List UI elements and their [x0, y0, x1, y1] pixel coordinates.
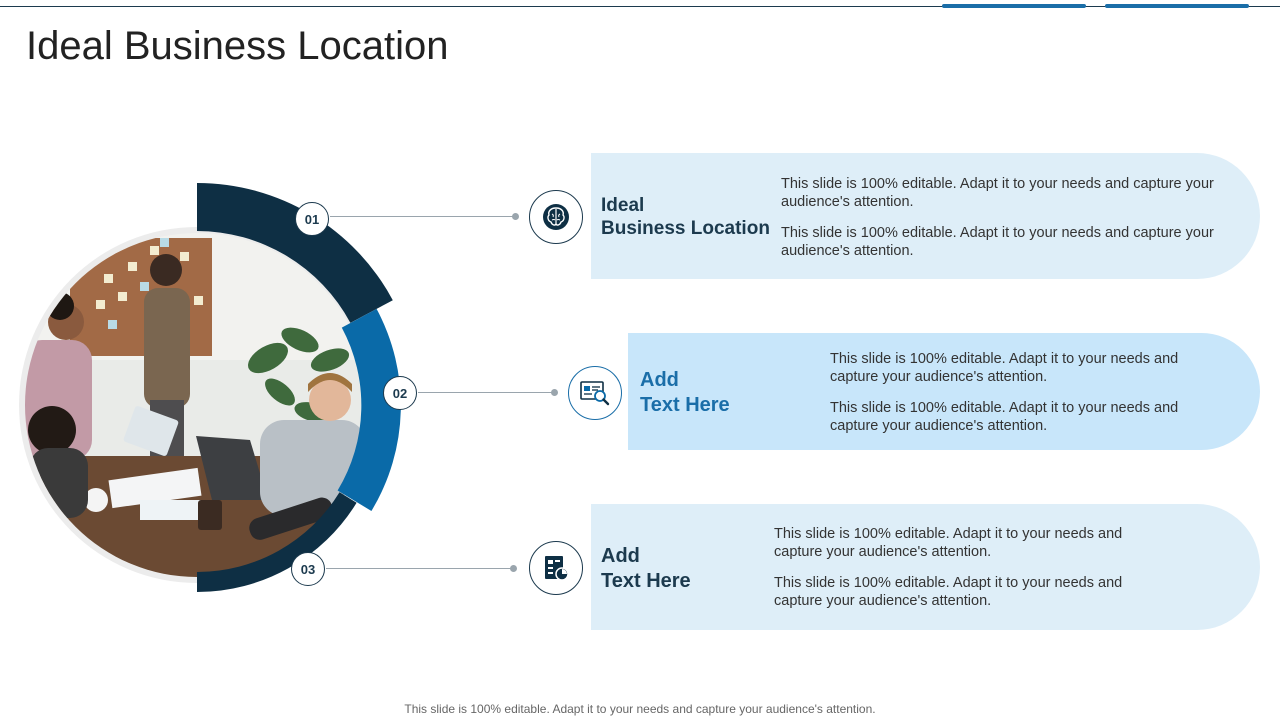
card-02-paragraph-1: This slide is 100% editable. Adapt it to…: [830, 351, 1179, 385]
card-01-paragraph-1: This slide is 100% editable. Adapt it to…: [781, 176, 1214, 210]
connector-dot-02: [551, 389, 558, 396]
brain-icon: [543, 204, 569, 230]
card-title-02: Add Text Here: [640, 369, 730, 416]
arc-segment-03: [197, 492, 357, 593]
item-icon-02: [568, 366, 622, 420]
card-title-01: Ideal Business Location: [601, 195, 770, 239]
step-badge-03: 03: [291, 552, 325, 586]
item-icon-01: [529, 190, 583, 244]
arc-segment-01: [197, 182, 393, 323]
page-title: Ideal Business Location: [26, 24, 449, 68]
card-02-paragraph-2: This slide is 100% editable. Adapt it to…: [830, 400, 1179, 434]
item-icon-03: [529, 541, 583, 595]
connector-dot-03: [510, 565, 517, 572]
dashboard-report-icon: [545, 556, 569, 581]
card-01: [591, 153, 1260, 279]
office-photo: [25, 233, 369, 577]
step-badge-01: 01: [295, 202, 329, 236]
card-text-03: This slide is 100% editable. Adapt it to…: [774, 525, 1144, 623]
top-tab-bar-1: [942, 4, 1086, 8]
card-03-paragraph-1: This slide is 100% editable. Adapt it to…: [774, 526, 1123, 560]
connector-dot-01: [512, 213, 519, 220]
step-badge-02: 02: [383, 376, 417, 410]
card-text-01: This slide is 100% editable. Adapt it to…: [781, 175, 1226, 273]
top-rule: [0, 6, 1280, 7]
card-03: [591, 504, 1260, 630]
connector-01: [330, 216, 516, 217]
connector-03: [326, 568, 514, 569]
top-tab-bar-2: [1105, 4, 1249, 8]
card-title-03: Add Text Here: [601, 545, 691, 592]
footer-note: This slide is 100% editable. Adapt it to…: [404, 702, 876, 716]
card-01-paragraph-2: This slide is 100% editable. Adapt it to…: [781, 225, 1214, 259]
connector-02: [418, 392, 554, 393]
card-03-paragraph-2: This slide is 100% editable. Adapt it to…: [774, 575, 1123, 609]
arc-segment-02: [337, 308, 401, 511]
card-02: [628, 333, 1260, 450]
data-analysis-icon: [580, 381, 610, 406]
card-text-02: This slide is 100% editable. Adapt it to…: [830, 350, 1200, 448]
